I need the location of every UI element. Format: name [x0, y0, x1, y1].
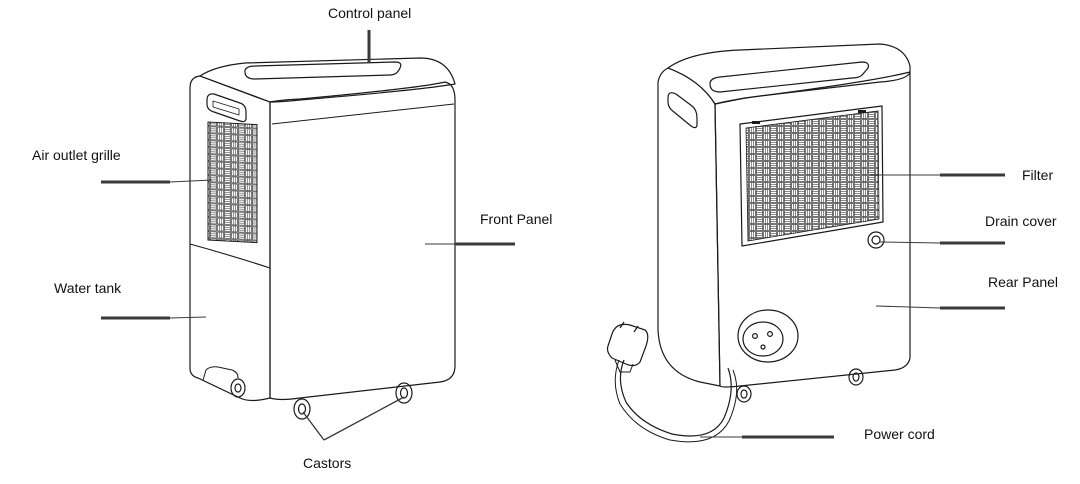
label-water-tank: Water tank	[54, 280, 122, 296]
label-castors: Castors	[303, 455, 352, 471]
drain-cover	[867, 231, 885, 249]
leader-lines	[101, 30, 1005, 441]
front-castor-right	[395, 382, 413, 404]
front-unit-front-face	[269, 81, 456, 401]
filter-grille	[745, 110, 880, 242]
rear-unit-top-face	[667, 43, 911, 105]
label-power-cord: Power cord	[864, 426, 935, 442]
rear-unit-side-face	[657, 67, 721, 387]
label-filter: Filter	[1022, 167, 1054, 183]
label-front-panel: Front Panel	[480, 211, 553, 227]
air-outlet-grille	[207, 121, 258, 244]
front-unit-side-face	[189, 75, 271, 402]
leader-drain-cover	[879, 241, 941, 244]
label-control-panel: Control panel	[328, 5, 412, 21]
leader-rear-panel	[875, 305, 941, 309]
filter-clip-left	[752, 121, 760, 124]
front-unit	[189, 57, 456, 420]
label-air-outlet-grille: Air outlet grille	[32, 147, 121, 163]
label-rear-panel: Rear Panel	[988, 274, 1059, 290]
water-tank-line	[189, 243, 271, 269]
front-unit-top-face	[199, 57, 456, 103]
control-panel-slot	[244, 61, 402, 80]
label-drain-cover: Drain cover	[985, 213, 1057, 229]
rear-unit-back-face	[714, 71, 911, 388]
rear-castor-left	[736, 385, 752, 403]
filter-frame	[739, 105, 884, 247]
rear-unit	[606, 43, 911, 443]
power-socket	[737, 309, 799, 363]
rear-castor-right	[848, 368, 864, 386]
power-plug	[606, 321, 649, 373]
leader-castors-right	[323, 396, 405, 441]
front-unit-side-handle	[206, 93, 247, 123]
rear-unit-side-handle	[667, 92, 698, 129]
filter-clip-right	[858, 110, 866, 113]
leader-castors-left	[302, 411, 325, 441]
front-castor-center	[293, 398, 311, 420]
leader-water-tank	[169, 316, 207, 319]
rear-unit-top-recess	[709, 61, 869, 93]
power-cord	[619, 359, 732, 437]
leader-air-outlet-grille	[169, 179, 213, 183]
front-castor-left	[230, 378, 246, 398]
